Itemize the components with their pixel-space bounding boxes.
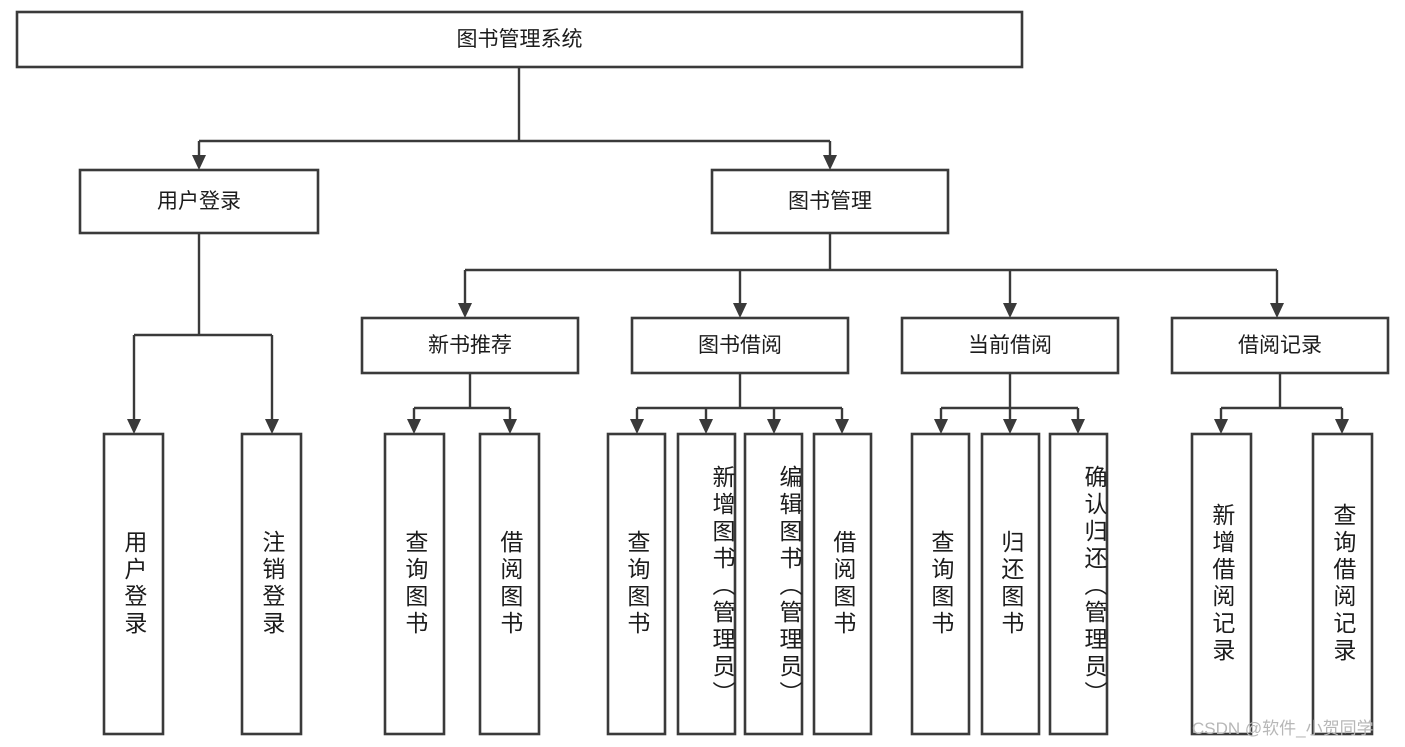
box-layer [15,10,1390,736]
leaf-box-leaf-query-book-borrow[interactable] [606,432,667,736]
connector-layer [127,67,1349,434]
arrow-head-icon [823,155,837,170]
node-box-book-borrow[interactable] [630,316,850,375]
leaf-box-leaf-borrow-book[interactable] [812,432,873,736]
new-book-recommend-arrow-0 [407,408,421,434]
node-label-user-login: 用户登录 [157,190,241,213]
current-borrow-arrow-1 [1003,408,1017,434]
node-label-current-borrow: 当前借阅 [968,334,1052,357]
user-login-arrow-0 [127,335,141,434]
node-box-root[interactable] [15,10,1024,69]
book-borrow-arrow-1 [699,408,713,434]
arrow-head-icon [503,419,517,434]
new-book-recommend-arrow-1 [503,408,517,434]
leaf-box-leaf-logout[interactable] [240,432,303,736]
arrow-head-icon [835,419,849,434]
csdn-watermark: CSDN @软件_小贺同学 [1192,719,1374,738]
node-box-new-book-recommend[interactable] [360,316,580,375]
arrow-head-icon [1003,419,1017,434]
arrow-head-icon [630,419,644,434]
borrow-record-arrow-0 [1214,408,1228,434]
current-borrow-arrow-0 [934,408,948,434]
arrow-head-icon [733,303,747,318]
arrow-head-icon [1071,419,1085,434]
node-label-new-book-recommend: 新书推荐 [428,334,512,357]
leaf-box-leaf-add-borrow-record[interactable] [1190,432,1253,736]
leaf-box-leaf-edit-book-admin[interactable] [743,432,804,736]
leaf-box-leaf-user-login[interactable] [102,432,165,736]
leaf-box-leaf-query-book-current[interactable] [910,432,971,736]
arrow-head-icon [192,155,206,170]
arrow-head-icon [699,419,713,434]
user-login-arrow-1 [265,335,279,434]
leaf-box-leaf-confirm-return-admin[interactable] [1048,432,1109,736]
node-box-borrow-record[interactable] [1170,316,1390,375]
arrow-head-icon [1003,303,1017,318]
node-label-root: 图书管理系统 [457,28,583,51]
node-label-book-borrow: 图书借阅 [698,334,782,357]
arrow-head-icon [127,419,141,434]
arrow-head-icon [407,419,421,434]
borrow-record-arrow-1 [1335,408,1349,434]
root-arrow-0 [192,141,206,170]
leaf-box-leaf-query-book-rec[interactable] [383,432,446,736]
book-manage-arrow-1 [733,270,747,318]
arrow-head-icon [1270,303,1284,318]
current-borrow-arrow-2 [1071,408,1085,434]
node-box-book-manage[interactable] [710,168,950,235]
node-box-user-login[interactable] [78,168,320,235]
arrow-head-icon [1214,419,1228,434]
book-manage-arrow-3 [1270,270,1284,318]
book-manage-arrow-0 [458,270,472,318]
book-borrow-arrow-3 [835,408,849,434]
arrow-head-icon [265,419,279,434]
leaf-box-leaf-query-borrow-record[interactable] [1311,432,1374,736]
leaf-box-leaf-return-book[interactable] [980,432,1041,736]
node-label-borrow-record: 借阅记录 [1238,334,1322,357]
arrow-head-icon [767,419,781,434]
book-borrow-arrow-2 [767,408,781,434]
arrow-head-icon [458,303,472,318]
arrow-head-icon [1335,419,1349,434]
node-box-current-borrow[interactable] [900,316,1120,375]
root-arrow-1 [823,141,837,170]
leaf-box-leaf-borrow-book-rec[interactable] [478,432,541,736]
node-label-book-manage: 图书管理 [788,190,872,213]
leaf-box-leaf-add-book-admin[interactable] [676,432,737,736]
book-manage-arrow-2 [1003,270,1017,318]
arrow-head-icon [934,419,948,434]
book-borrow-arrow-0 [630,408,644,434]
